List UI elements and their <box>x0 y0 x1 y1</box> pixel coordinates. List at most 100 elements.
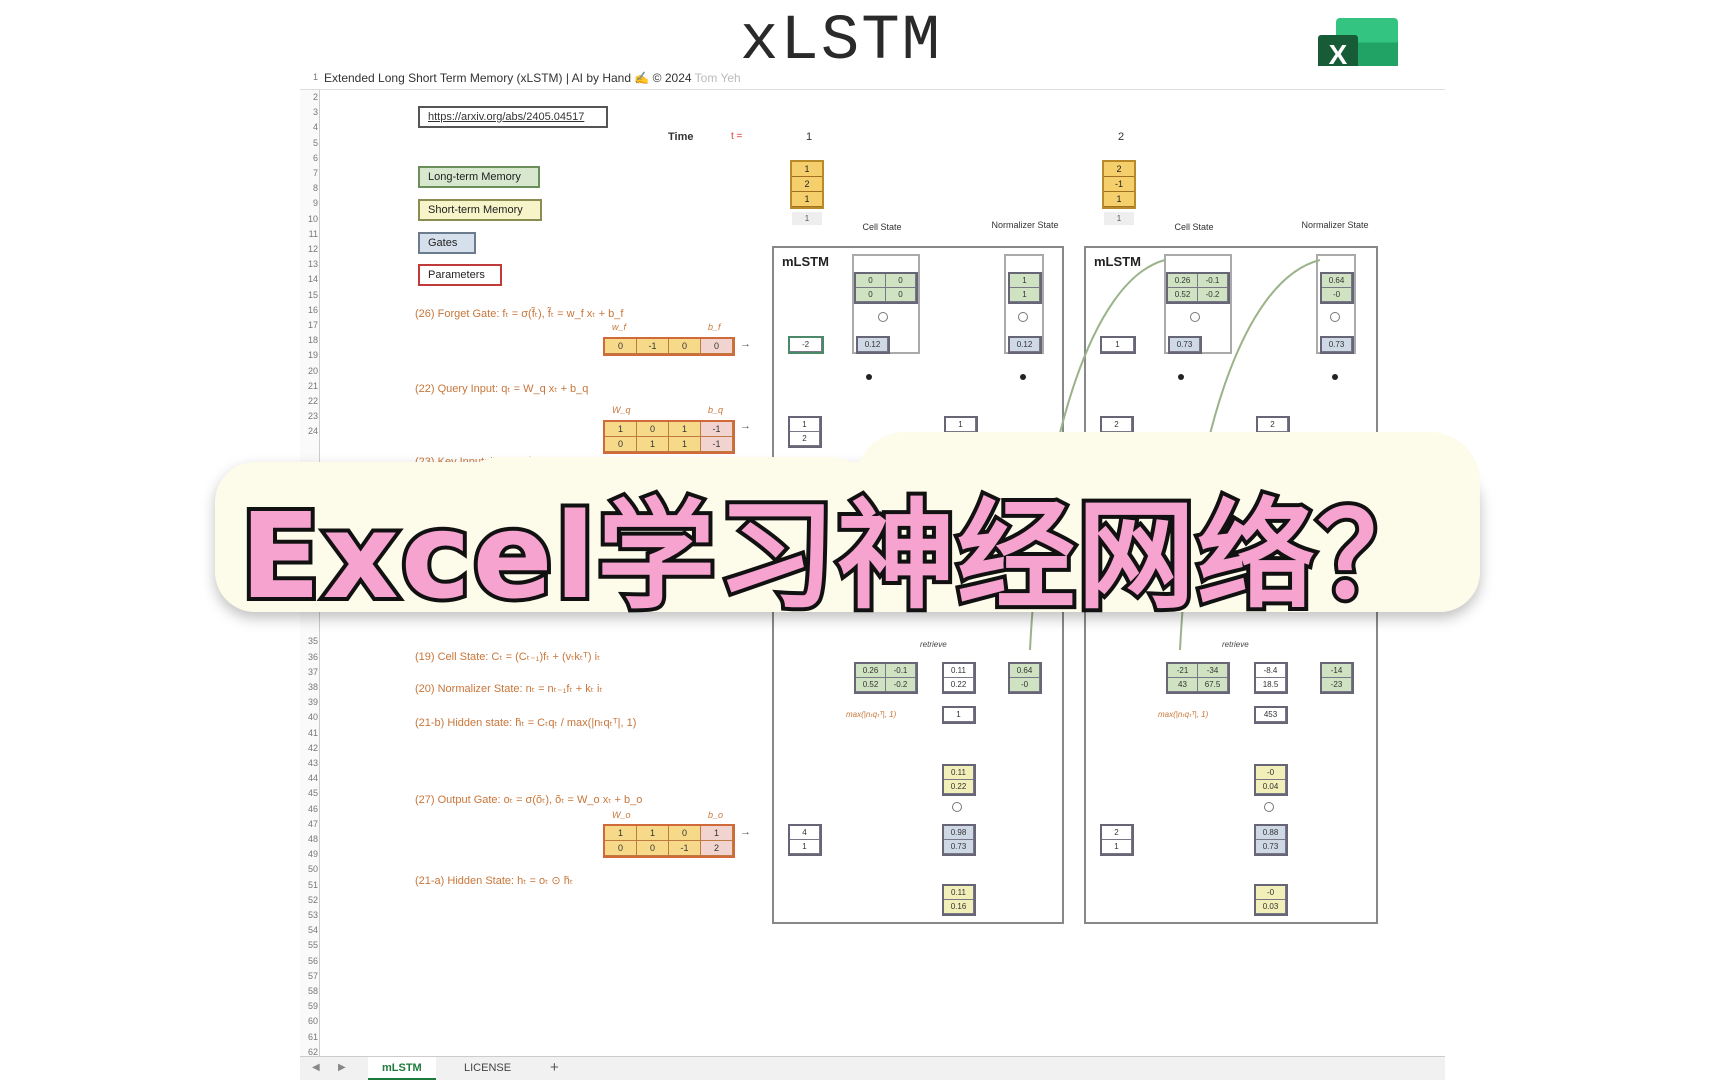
row-number[interactable]: 38 <box>307 682 318 692</box>
row-number[interactable]: 48 <box>307 834 318 844</box>
row-number[interactable]: 5 <box>312 137 318 148</box>
time-label: Time <box>668 131 694 143</box>
normalizer-state-vector[interactable]: 0.64-0 <box>1008 662 1042 694</box>
row-number[interactable]: 35 <box>307 636 318 647</box>
row-number[interactable]: 55 <box>307 940 318 951</box>
row-number[interactable]: 49 <box>307 849 318 860</box>
prev-sheet-icon[interactable]: ◀ <box>312 1062 320 1073</box>
row-number[interactable]: 15 <box>307 289 318 300</box>
row-number[interactable]: 8 <box>312 183 318 194</box>
row-number[interactable]: 21 <box>307 380 318 391</box>
row-number[interactable]: 61 <box>307 1031 318 1042</box>
row-number[interactable]: 9 <box>312 198 318 209</box>
row-number[interactable]: 46 <box>307 803 318 814</box>
row-number[interactable]: 12 <box>307 244 318 254</box>
legend-gates: Gates <box>418 232 476 254</box>
cell-state-matrix[interactable]: 0.26-0.1 0.52-0.2 <box>854 662 918 694</box>
arrow-icon: → <box>740 826 751 838</box>
dot-icon <box>1178 374 1184 380</box>
overlay-caption: Excel学习神经网络？ <box>215 432 1480 632</box>
row-number[interactable]: 41 <box>307 727 318 738</box>
legend-short-term-memory: Short-term Memory <box>418 199 542 221</box>
row-number[interactable]: 19 <box>307 350 318 361</box>
query-input-equation: (22) Query Input: qₜ = W_q xₜ + b_q <box>415 383 589 395</box>
hadamard-icon <box>1190 312 1200 322</box>
max-normalizer-cell[interactable]: 1 <box>942 706 976 724</box>
forget-gate-normalizer-cell[interactable]: 0.12 <box>1008 336 1042 354</box>
normalizer-prev-vector[interactable]: 0.64-0 <box>1320 272 1354 304</box>
row-number[interactable]: 37 <box>307 666 318 677</box>
row-number[interactable]: 53 <box>307 910 318 920</box>
row-number[interactable]: 6 <box>312 152 318 163</box>
row-number[interactable]: 22 <box>307 396 318 406</box>
cell-state-prev-matrix[interactable]: 0.26-0.1 0.52-0.2 <box>1166 272 1230 304</box>
row-number[interactable]: 16 <box>307 304 318 315</box>
row-number[interactable]: 47 <box>307 818 318 829</box>
arrow-icon: → <box>740 338 751 350</box>
row-number[interactable]: 57 <box>307 970 318 981</box>
f-tilde-cell[interactable]: 1 <box>1100 336 1136 354</box>
next-sheet-icon[interactable]: ▶ <box>338 1062 346 1073</box>
tab-mlstm[interactable]: mLSTM <box>368 1057 436 1080</box>
row-number[interactable]: 17 <box>307 320 318 330</box>
row-number[interactable]: 11 <box>308 228 318 239</box>
row-number[interactable]: 50 <box>307 864 318 875</box>
row-number[interactable]: 24 <box>307 426 318 437</box>
row-number[interactable]: 42 <box>307 742 318 753</box>
timestep-1-label: 1 <box>806 131 813 143</box>
row-number[interactable]: 2 <box>312 92 318 102</box>
row-number[interactable]: 62 <box>307 1046 318 1057</box>
row-number[interactable]: 13 <box>307 259 318 270</box>
row-number[interactable]: 7 <box>312 168 318 178</box>
row-number[interactable]: 51 <box>307 879 318 890</box>
tab-license[interactable]: LICENSE <box>464 1062 512 1074</box>
arxiv-link[interactable]: https://arxiv.org/abs/2405.04517 <box>418 106 608 128</box>
row-number[interactable]: 40 <box>307 712 318 723</box>
row-number[interactable]: 14 <box>307 274 318 285</box>
add-sheet-button[interactable]: + <box>550 1059 559 1076</box>
row-number[interactable]: 59 <box>307 1001 318 1012</box>
row-number[interactable]: 54 <box>307 925 318 936</box>
row-number[interactable]: 43 <box>307 758 318 768</box>
row-number[interactable]: 18 <box>307 335 318 346</box>
forget-gate-normalizer-cell[interactable]: 0.73 <box>1320 336 1354 354</box>
f-tilde-cell[interactable]: -2 <box>788 336 824 354</box>
max-normalizer-cell[interactable]: 453 <box>1254 706 1288 724</box>
row-number[interactable]: 52 <box>307 894 318 905</box>
row-number[interactable]: 20 <box>307 365 318 376</box>
forget-gate-cell[interactable]: 0.73 <box>1168 336 1202 354</box>
row-number[interactable]: 39 <box>307 697 318 708</box>
row-number[interactable]: 36 <box>307 651 318 662</box>
forget-gate-cell[interactable]: 0.12 <box>856 336 890 354</box>
row-number[interactable]: 60 <box>307 1016 318 1027</box>
row-number[interactable]: 23 <box>307 411 318 422</box>
row-number[interactable]: 3 <box>312 107 318 118</box>
row-number[interactable]: 56 <box>307 955 318 966</box>
hadamard-icon <box>1018 312 1028 322</box>
row-number[interactable]: 4 <box>312 122 318 133</box>
row-number[interactable]: 10 <box>307 213 318 224</box>
row-number[interactable]: 45 <box>307 788 318 799</box>
row-number[interactable]: 44 <box>307 773 318 784</box>
row-number[interactable]: 58 <box>307 986 318 996</box>
normalizer-state-vector[interactable]: -14-23 <box>1320 662 1354 694</box>
